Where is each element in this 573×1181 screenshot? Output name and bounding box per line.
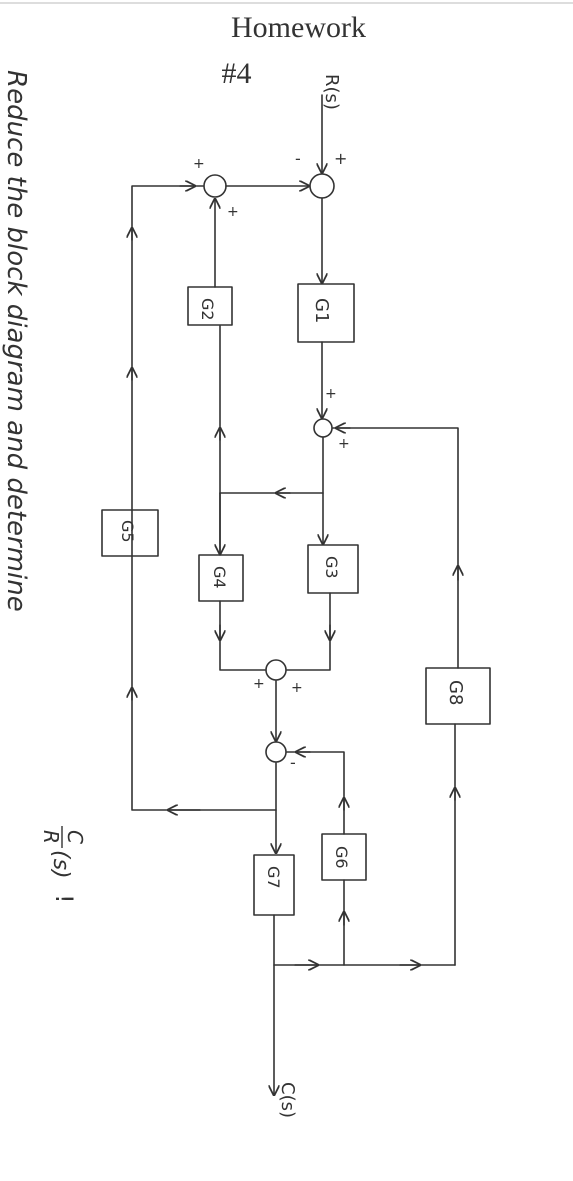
ratio-argument: (s) bbox=[48, 850, 73, 879]
sign-sj1-bottom: + bbox=[227, 204, 239, 220]
summing-junction-1 bbox=[203, 174, 227, 198]
block-g3-label: G3 bbox=[322, 556, 341, 579]
ratio-denominator: R bbox=[39, 830, 63, 844]
sign-sj1-top: + bbox=[193, 156, 205, 172]
summing-junction-3 bbox=[313, 418, 333, 438]
block-g4-label: G4 bbox=[210, 566, 229, 589]
sign-sj4-left: + bbox=[253, 676, 265, 692]
g5-feedback-path bbox=[131, 185, 277, 811]
g8-out bbox=[332, 427, 459, 669]
sign-sj3-right: + bbox=[338, 436, 350, 452]
output-label: C(s) bbox=[277, 1082, 298, 1118]
block-g1-label: G1 bbox=[311, 298, 332, 323]
instruction-text: Reduce the block diagram and determine bbox=[1, 70, 31, 612]
sign-sj5-right: - bbox=[290, 753, 296, 772]
sign-sj4-right: + bbox=[291, 680, 303, 696]
g3-to-sj4 bbox=[286, 592, 331, 671]
summing-junction-2 bbox=[309, 173, 335, 199]
block-g8-label: G8 bbox=[445, 680, 466, 705]
page-subtitle: #4 bbox=[221, 57, 252, 90]
input-label: R(s) bbox=[321, 74, 342, 110]
page-title: Homework bbox=[231, 11, 366, 44]
block-g3 bbox=[307, 544, 359, 594]
block-g5-label: G5 bbox=[118, 520, 137, 543]
summing-junction-5 bbox=[265, 741, 287, 763]
block-g7-label: G7 bbox=[264, 866, 283, 889]
block-g2 bbox=[187, 286, 233, 326]
sign-sj3-top: + bbox=[325, 386, 337, 402]
ratio-suffix: ! bbox=[50, 894, 78, 904]
summing-junction-4 bbox=[265, 659, 287, 681]
sign-sj2-right: + bbox=[334, 149, 347, 168]
sign-sj2-left: - bbox=[295, 149, 301, 168]
block-g2-label: G2 bbox=[198, 298, 217, 321]
ratio-expression: C R (s) ! bbox=[39, 826, 87, 904]
g4-to-sj4 bbox=[219, 600, 266, 671]
block-g6-label: G6 bbox=[332, 846, 351, 869]
block-g5 bbox=[101, 509, 159, 557]
ratio-numerator: C bbox=[63, 830, 87, 844]
